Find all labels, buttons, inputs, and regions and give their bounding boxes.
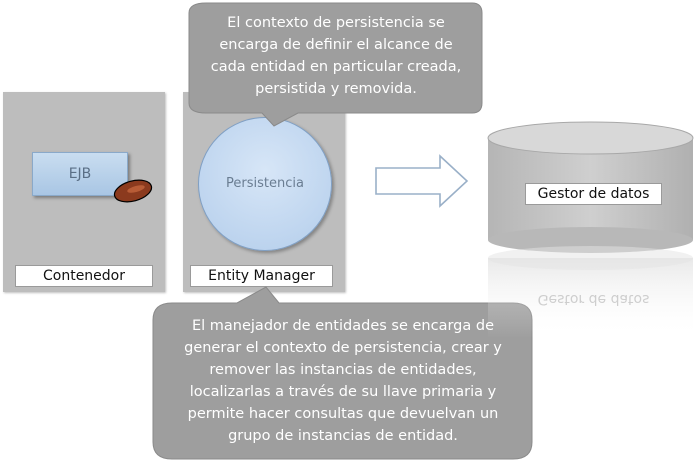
container-label: Contenedor — [15, 265, 153, 287]
callout-bottom-text: El manejador de entidades se encarga de … — [156, 315, 530, 447]
database-label: Gestor de datos — [525, 183, 662, 205]
ejb-box: EJB — [32, 152, 128, 196]
callout-bottom-line: remover las instancias de entidades, — [209, 362, 477, 378]
callout-top-text: El contexto de persistencia se encarga d… — [192, 12, 480, 100]
callout-bottom-line: permite hacer consultas que devuelvan un — [187, 406, 499, 422]
persistence-label: Persistencia — [226, 176, 304, 191]
callout-bottom-line: grupo de instancias de entidad. — [228, 428, 458, 444]
database-reflection — [488, 246, 693, 338]
callout-top-shape — [188, 2, 483, 127]
callout-bottom-line: generar el contexto de persistencia, cre… — [184, 340, 502, 356]
callout-top-line: encarga de definir el alcance de — [219, 37, 453, 53]
database-label-reflection: Gestor de datos — [537, 291, 650, 307]
callout-top-line: cada entidad en particular creada, — [210, 59, 462, 75]
callout-top-line: El contexto de persistencia se — [227, 15, 445, 31]
ejb-label: EJB — [68, 166, 92, 182]
entity-manager-label: Entity Manager — [190, 265, 333, 287]
bean-icon — [113, 179, 153, 203]
right-arrow-icon — [375, 154, 469, 208]
callout-top-line: persistida y removida. — [255, 81, 417, 97]
callout-bottom-line: localizarlas a través de su llave primar… — [189, 384, 497, 400]
persistence-circle: Persistencia — [198, 117, 332, 251]
callout-bottom-line: El manejador de entidades se encarga de — [191, 318, 494, 334]
